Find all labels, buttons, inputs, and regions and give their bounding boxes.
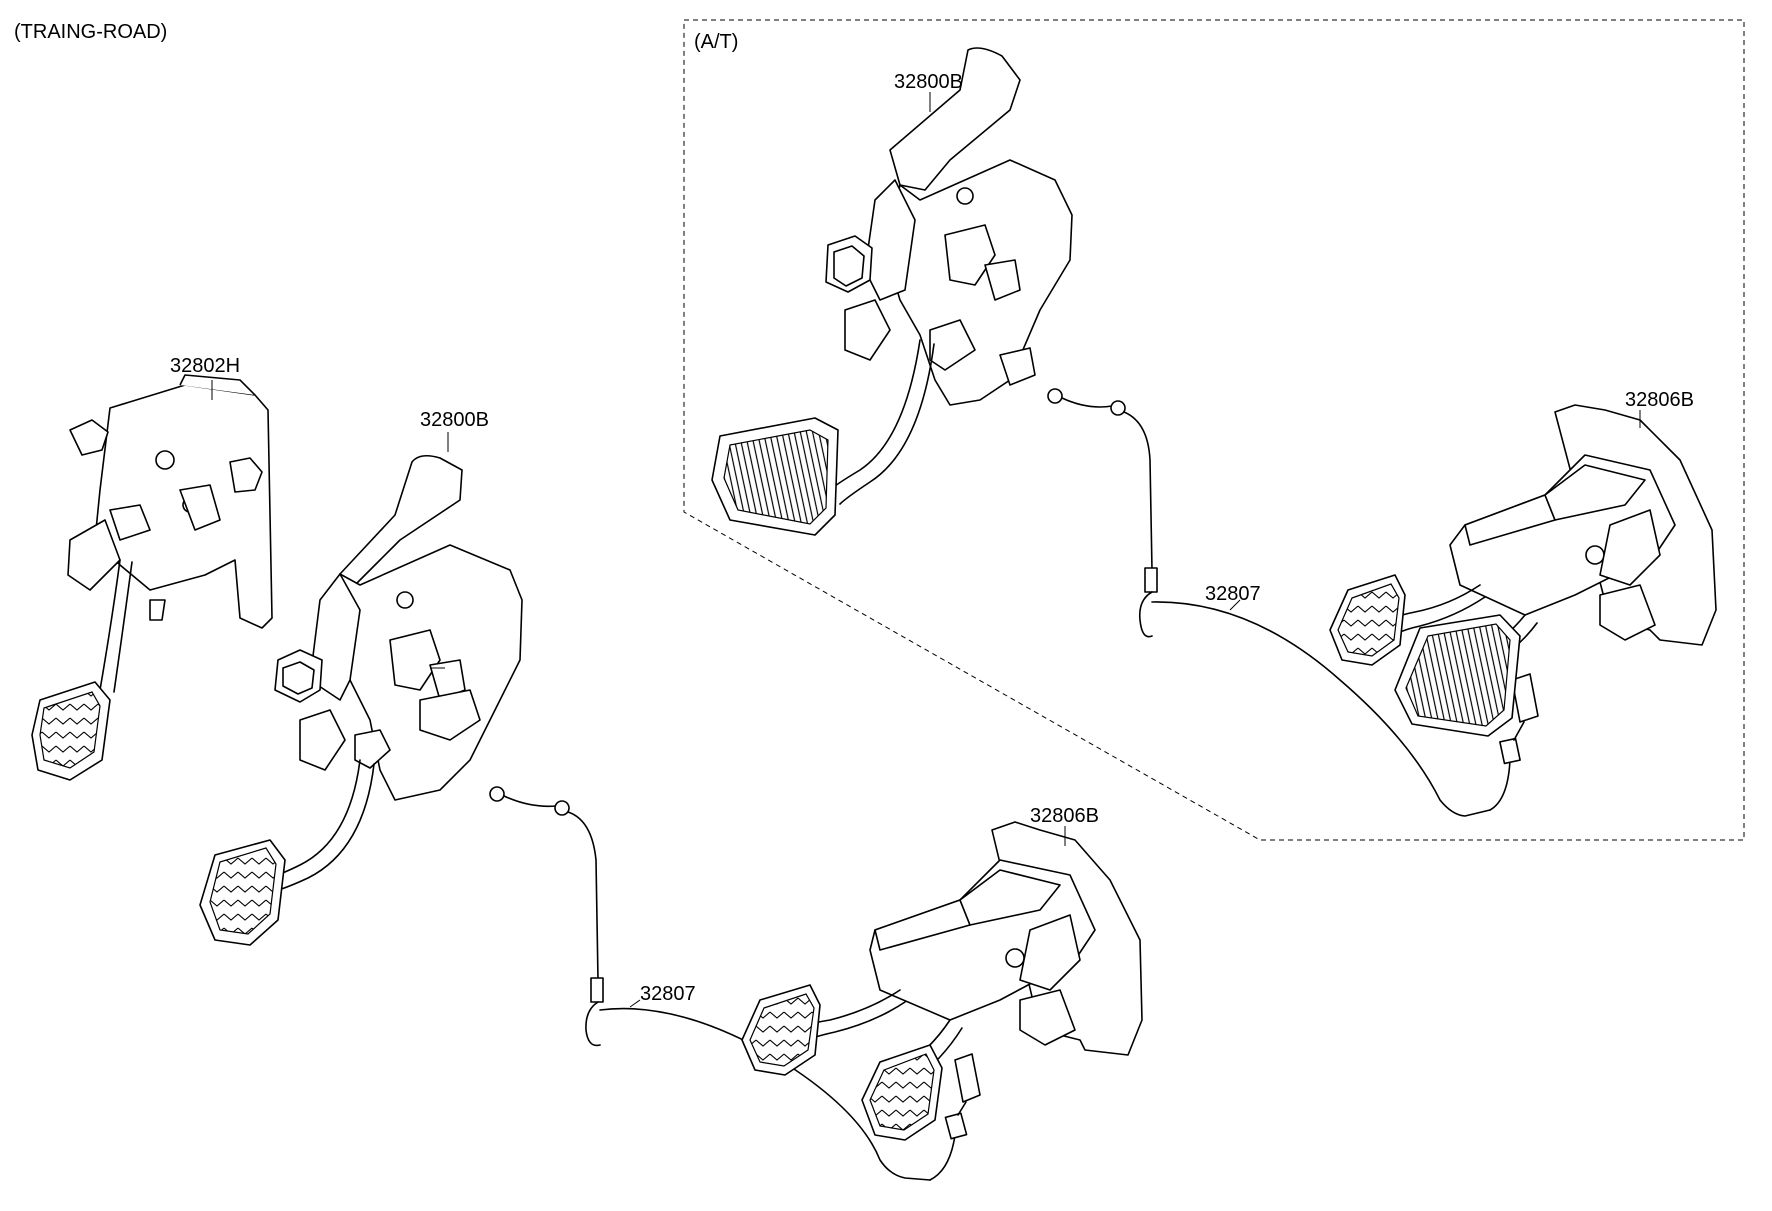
pedal-assembly-32806b-at bbox=[1329, 404, 1717, 737]
at-section-frame-outline bbox=[683, 19, 1745, 841]
label-32802h: 32802H bbox=[170, 355, 240, 377]
label-32807-at: 32807 bbox=[1205, 583, 1261, 605]
cable-32807-mt bbox=[489, 786, 981, 1181]
label-32806b-mt: 32806B bbox=[1030, 805, 1099, 827]
label-32806b-at: 32806B bbox=[1625, 389, 1694, 411]
diagram-title: (TRAING-ROAD) bbox=[14, 21, 167, 43]
pedal-assembly-32806b-mt bbox=[741, 821, 1143, 1141]
label-32807-mt: 32807 bbox=[640, 983, 696, 1005]
cable-32807-at bbox=[1047, 388, 1539, 817]
brake-pedal-bracket-32800b-mt bbox=[199, 454, 523, 946]
at-section-title: (A/T) bbox=[694, 31, 738, 53]
label-32800b-at: 32800B bbox=[894, 71, 963, 93]
label-32800b-mt: 32800B bbox=[420, 409, 489, 431]
clutch-pedal-bracket-32802h bbox=[31, 374, 273, 781]
brake-pedal-bracket-32800b-at bbox=[711, 47, 1073, 536]
